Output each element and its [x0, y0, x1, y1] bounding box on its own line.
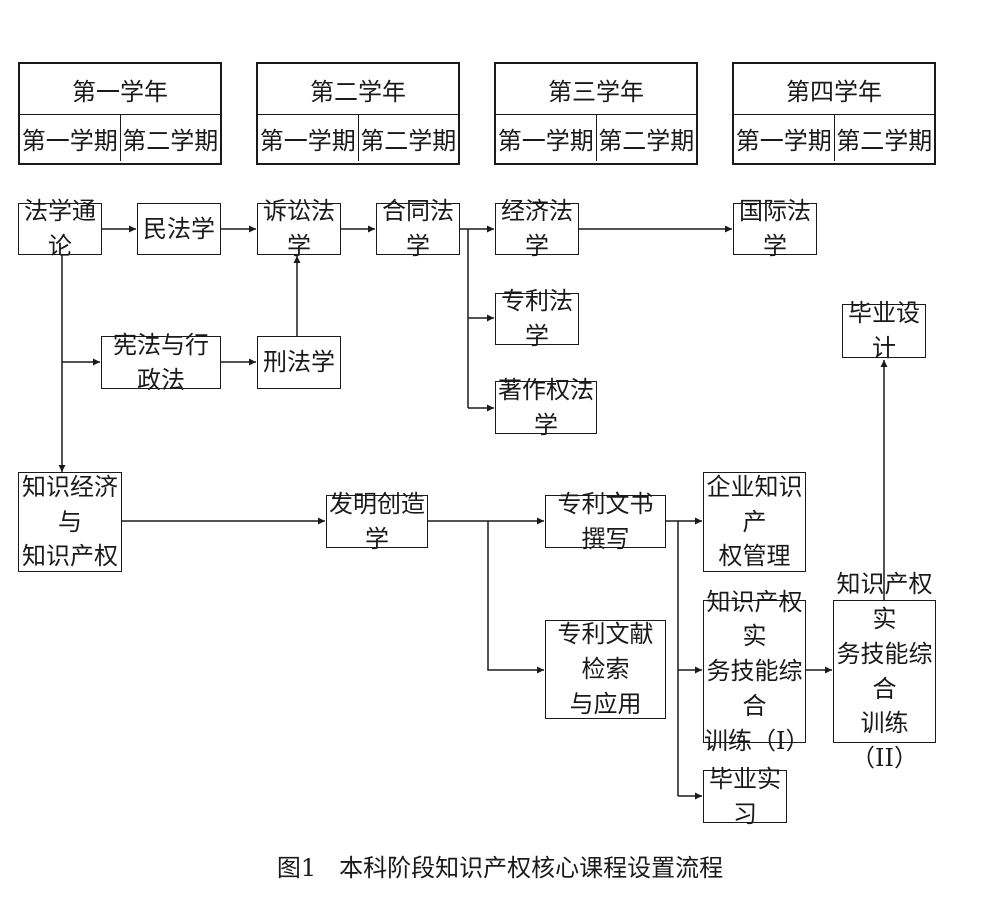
year-header-1: 第一学年 第一学期 第二学期	[18, 62, 222, 165]
course-civil-law: 民法学	[137, 203, 221, 255]
course-procedural-law: 诉讼法学	[257, 197, 341, 260]
course-label-line: 训练（II）	[851, 709, 918, 773]
course-label: 专利法学	[501, 287, 573, 350]
course-label-line: 务技能综合	[706, 657, 803, 720]
semester-label: 第二学期	[833, 115, 935, 161]
course-label: 著作权法学	[498, 375, 594, 439]
course-label: 国际法学	[739, 197, 811, 260]
figure-caption: 图1 本科阶段知识产权核心课程设置流程	[276, 854, 724, 882]
course-constitutional-law: 宪法与行政法	[101, 331, 221, 394]
course-criminal-law: 刑法学	[257, 336, 341, 389]
arrow-invention-retrieval	[487, 521, 544, 674]
course-label: 经济法学	[501, 197, 573, 260]
course-label-line: 知识经济与	[22, 472, 118, 536]
course-intro-law: 法学通论	[18, 197, 102, 260]
semester-label: 第一学期	[497, 126, 594, 155]
year-header-2: 第二学年 第一学期 第二学期	[256, 62, 460, 165]
course-label: 法学通论	[24, 197, 96, 260]
course-label: 刑法学	[263, 348, 335, 377]
course-label: 民法学	[143, 214, 215, 243]
course-graduation-design: 毕业设计	[842, 299, 926, 362]
course-label: 毕业实习	[709, 764, 781, 828]
year-header-3: 第三学年 第一学期 第二学期	[494, 62, 698, 165]
course-enterprise-ip: 企业知识产权管理	[703, 472, 806, 572]
course-label-line: 知识产权实	[836, 570, 933, 633]
course-label-line: 知识产权实	[706, 587, 803, 651]
course-economic-law: 经济法学	[495, 197, 579, 260]
course-label-line: 训练（I）	[704, 726, 810, 755]
course-label-line: 务技能综合	[836, 639, 933, 703]
year-title: 第二学年	[258, 64, 458, 115]
course-label: 诉讼法学	[263, 197, 335, 260]
course-label-line: 知识产权	[22, 542, 118, 571]
course-label: 发明创造学	[329, 489, 425, 553]
course-patent-law: 专利法学	[495, 287, 579, 350]
course-ip-training-1: 知识产权实务技能综合训练（I）	[703, 588, 809, 755]
semester-label: 第二学期	[595, 115, 697, 161]
year-header-4: 第四学年 第一学期 第二学期	[732, 62, 936, 165]
course-ip-training-2: 知识产权实务技能综合训练（II）	[833, 570, 936, 772]
year-title: 第三学年	[496, 64, 696, 115]
course-label: 毕业设计	[848, 299, 920, 362]
course-label: 专利文书撰写	[557, 489, 654, 553]
course-invention-creation: 发明创造学	[326, 490, 428, 553]
course-patent-retrieval: 专利文献检索与应用	[545, 620, 666, 719]
course-patent-writing: 专利文书撰写	[545, 490, 666, 553]
course-copyright-law: 著作权法学	[495, 376, 597, 439]
course-label-line: 企业知识产	[706, 472, 803, 536]
semester-label: 第一学期	[21, 126, 118, 155]
course-contract-law: 合同法学	[376, 197, 460, 260]
course-label-line: 与应用	[569, 689, 642, 718]
year-title: 第四学年	[734, 64, 934, 115]
course-label: 合同法学	[382, 197, 454, 260]
course-label-line: 权管理	[718, 542, 791, 571]
semester-label: 第一学期	[259, 126, 356, 155]
course-internship: 毕业实习	[703, 765, 787, 828]
semester-label: 第二学期	[119, 115, 221, 161]
year-title: 第一学年	[20, 64, 220, 115]
course-label: 宪法与行政法	[113, 330, 209, 394]
course-knowledge-economy: 知识经济与知识产权	[18, 472, 122, 572]
course-label-line: 专利文献检索	[557, 620, 654, 684]
semester-label: 第一学期	[735, 126, 832, 155]
course-international-law: 国际法学	[733, 197, 817, 260]
semester-label: 第二学期	[357, 115, 459, 161]
